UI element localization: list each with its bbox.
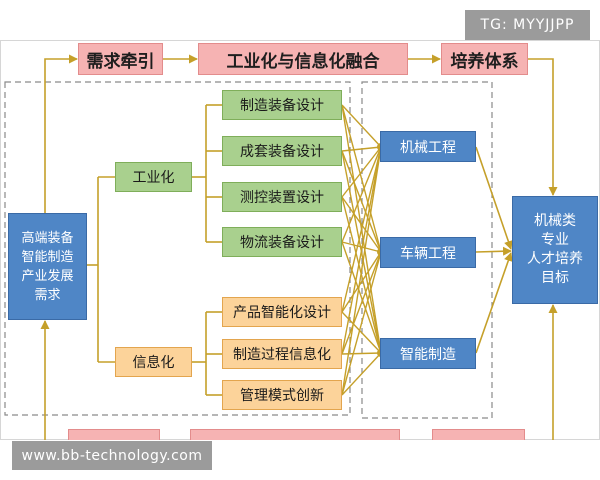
discipline-label: 车辆工程 <box>400 245 456 262</box>
industrialization-box: 工业化 <box>115 162 192 192</box>
connector-training-to-target <box>528 58 558 196</box>
dashed-group-left <box>4 81 351 416</box>
industrialization-item: 物流装备设计 <box>222 227 342 257</box>
industrialization-item-label: 成套装备设计 <box>240 144 324 160</box>
informatization-item-label: 管理模式创新 <box>240 388 324 404</box>
target-node-box: 机械类 专业 人才培养 目标 <box>512 196 598 304</box>
industrialization-item: 制造装备设计 <box>222 90 342 120</box>
training-system-box: 培养体系 <box>441 43 528 75</box>
watermark-top: TG: MYYJJPP <box>465 10 590 40</box>
watermark-bottom: www.bb-technology.com <box>12 441 212 470</box>
connector-discipline-to-target <box>475 246 512 256</box>
informatization-item-label: 制造过程信息化 <box>233 347 331 363</box>
integration-box: 工业化与信息化融合 <box>198 43 408 75</box>
bottom-row-box <box>190 429 400 440</box>
discipline-label: 智能制造 <box>400 346 456 363</box>
target-node-line: 专业 <box>541 232 569 248</box>
source-node-box: 高端装备 智能制造 产业发展 需求 <box>8 213 87 320</box>
fan-connector-line <box>341 146 382 396</box>
discipline-box: 智能制造 <box>380 338 476 369</box>
industrialization-item-label: 测控装置设计 <box>240 190 324 206</box>
training-system-label: 培养体系 <box>450 51 519 72</box>
industrialization-item: 成套装备设计 <box>222 136 342 166</box>
watermark-top-text: TG: MYYJJPP <box>480 17 575 33</box>
industrialization-label: 工业化 <box>132 170 175 186</box>
connector-discipline-to-target <box>475 252 513 354</box>
fan-connector-line <box>341 150 382 253</box>
watermark-bottom-text: www.bb-technology.com <box>21 447 203 464</box>
informatization-box: 信息化 <box>115 347 192 377</box>
target-node-line: 目标 <box>541 270 569 286</box>
source-node-line: 产业发展 <box>21 268 74 284</box>
demand-pull-box: 需求牵引 <box>78 43 163 75</box>
fan-connector-line <box>341 104 382 148</box>
industrialization-item-label: 物流装备设计 <box>240 235 324 251</box>
fan-connector-line <box>341 251 382 355</box>
discipline-box: 机械工程 <box>380 131 476 162</box>
connector-discipline-to-target <box>475 146 513 250</box>
discipline-box: 车辆工程 <box>380 237 476 268</box>
bottom-row-box <box>68 429 160 440</box>
fan-connector-line <box>341 251 382 313</box>
fan-connector-line <box>341 352 382 396</box>
fan-connector-group <box>341 104 385 396</box>
discipline-label: 机械工程 <box>400 139 456 156</box>
source-node-line: 需求 <box>34 287 61 303</box>
integration-label: 工业化与信息化融合 <box>226 51 380 72</box>
informatization-label: 信息化 <box>132 355 175 371</box>
informatization-item: 管理模式创新 <box>222 380 342 410</box>
target-node-line: 人才培养 <box>527 251 583 267</box>
informatization-item: 产品智能化设计 <box>222 297 342 327</box>
industrialization-item-label: 制造装备设计 <box>240 98 324 114</box>
source-node-line: 智能制造 <box>21 249 74 265</box>
informatization-item: 制造过程信息化 <box>222 339 342 369</box>
demand-pull-label: 需求牵引 <box>86 51 155 72</box>
fan-connector-line <box>341 146 382 198</box>
informatization-item-label: 产品智能化设计 <box>233 305 331 321</box>
fan-connector-line <box>341 196 382 253</box>
fan-connector-line <box>341 146 382 152</box>
fan-connector-line <box>341 146 382 313</box>
industrialization-item: 测控装置设计 <box>222 182 342 212</box>
fan-connector-line <box>341 146 382 355</box>
connector-source-to-demand <box>44 54 78 213</box>
fan-connector-line <box>341 251 382 396</box>
fan-connector-line <box>341 241 382 354</box>
bottom-row-box <box>432 429 525 440</box>
fan-connector-line <box>341 146 382 243</box>
source-node-line: 高端装备 <box>21 230 74 246</box>
fan-connector-line <box>341 104 382 253</box>
target-node-line: 机械类 <box>534 213 576 229</box>
